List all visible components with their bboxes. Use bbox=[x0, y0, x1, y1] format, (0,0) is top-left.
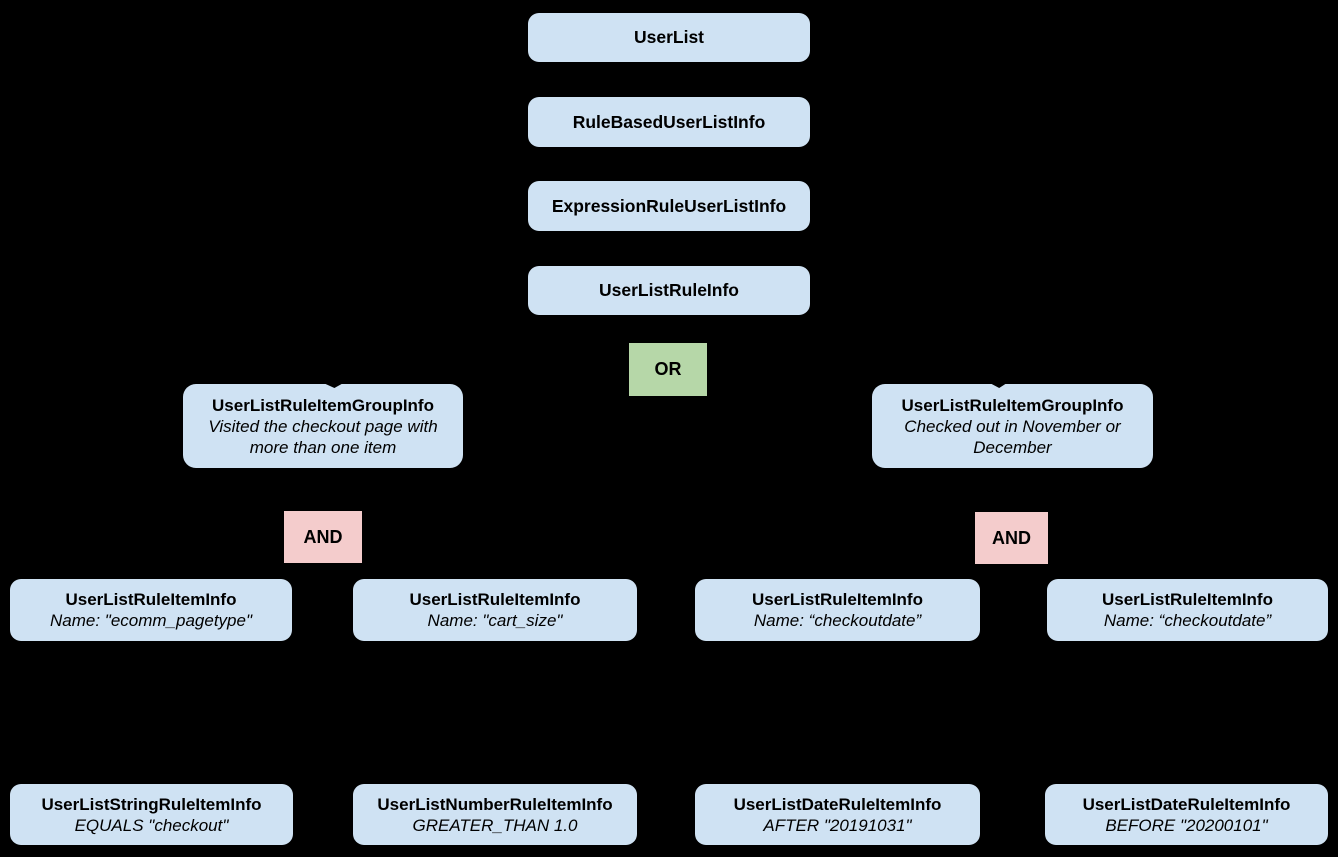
node-rule-item-ecomm-pagetype: UserListRuleItemInfo Name: "ecomm_pagety… bbox=[10, 579, 292, 641]
node-label: UserListRuleItemInfo bbox=[65, 590, 237, 609]
node-description: Name: "ecomm_pagetype" bbox=[50, 611, 252, 630]
node-number-rule-item: UserListNumberRuleItemInfo GREATER_THAN … bbox=[353, 784, 637, 845]
node-rule-item-checkoutdate-2: UserListRuleItemInfo Name: “checkoutdate… bbox=[1047, 579, 1328, 641]
node-label: UserListStringRuleItemInfo bbox=[41, 794, 262, 814]
node-label: ExpressionRuleUserListInfo bbox=[551, 195, 787, 216]
node-description: EQUALS "checkout" bbox=[74, 815, 229, 835]
node-userlistruleinfo: UserListRuleInfo bbox=[528, 266, 810, 315]
and-operator-right: AND bbox=[975, 512, 1048, 564]
node-label: UserListRuleItemInfo bbox=[1102, 590, 1273, 609]
node-description: BEFORE "20200101" bbox=[1105, 815, 1268, 835]
node-description: Checked out in November or December bbox=[904, 416, 1121, 457]
node-description: Visited the checkout page with more than… bbox=[208, 416, 438, 457]
node-rule-item-cart-size: UserListRuleItemInfo Name: "cart_size" bbox=[353, 579, 637, 641]
and-operator-left: AND bbox=[284, 511, 362, 563]
or-operator: OR bbox=[629, 343, 707, 396]
node-rule-item-group-right: UserListRuleItemGroupInfo Checked out in… bbox=[872, 384, 1153, 468]
arrowhead-icon bbox=[319, 381, 347, 388]
node-date-rule-item-after: UserListDateRuleItemInfo AFTER "20191031… bbox=[695, 784, 980, 845]
node-label: UserListNumberRuleItemInfo bbox=[377, 794, 613, 814]
node-label: UserListRuleInfo bbox=[598, 280, 740, 300]
node-label: UserListRuleItemGroupInfo bbox=[901, 395, 1124, 415]
node-label: UserListRuleItemInfo bbox=[409, 590, 581, 609]
node-userlist: UserList bbox=[528, 13, 810, 62]
node-string-rule-item: UserListStringRuleItemInfo EQUALS "check… bbox=[10, 784, 293, 845]
node-label: UserListRuleItemGroupInfo bbox=[212, 395, 434, 415]
node-description: GREATER_THAN 1.0 bbox=[412, 815, 578, 835]
node-label: UserListDateRuleItemInfo bbox=[1082, 794, 1291, 814]
or-operator-label: OR bbox=[654, 359, 682, 379]
node-expressionruleuserlistinfo: ExpressionRuleUserListInfo bbox=[528, 181, 810, 231]
and-operator-label: AND bbox=[303, 526, 343, 547]
node-description: Name: “checkoutdate” bbox=[753, 611, 922, 630]
node-label: UserList bbox=[633, 27, 705, 47]
node-rulebaseduserlistinfo: RuleBasedUserListInfo bbox=[528, 97, 810, 147]
node-rule-item-checkoutdate-1: UserListRuleItemInfo Name: “checkoutdate… bbox=[695, 579, 980, 641]
node-label: RuleBasedUserListInfo bbox=[572, 111, 766, 132]
node-description: Name: “checkoutdate” bbox=[1103, 611, 1272, 630]
node-label: UserListDateRuleItemInfo bbox=[733, 794, 942, 814]
node-date-rule-item-before: UserListDateRuleItemInfo BEFORE "2020010… bbox=[1045, 784, 1328, 845]
arrowhead-icon bbox=[986, 381, 1010, 388]
and-operator-label: AND bbox=[992, 527, 1031, 548]
node-label: UserListRuleItemInfo bbox=[752, 590, 923, 609]
node-description: Name: "cart_size" bbox=[427, 611, 563, 630]
node-description: AFTER "20191031" bbox=[763, 815, 912, 835]
node-rule-item-group-left: UserListRuleItemGroupInfo Visited the ch… bbox=[183, 384, 463, 468]
